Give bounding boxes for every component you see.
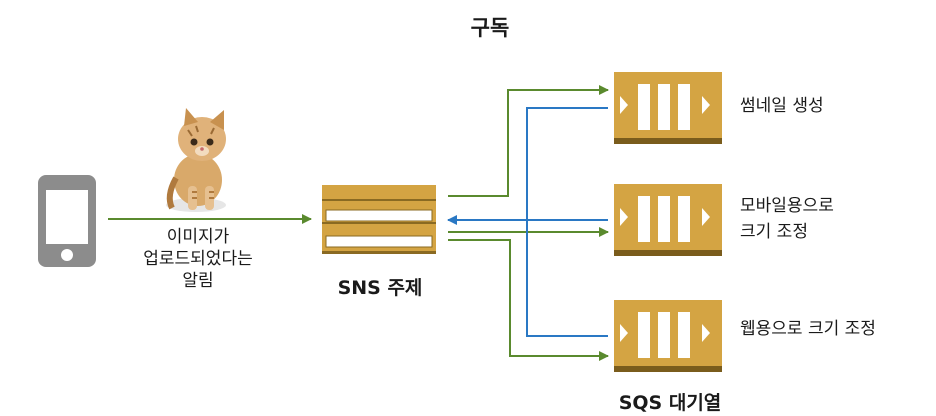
queue-label-line: 웹용으로 크기 조정 bbox=[740, 319, 876, 339]
caption-line: 업로드되었다는 bbox=[143, 249, 253, 269]
return-arrows bbox=[447, 107, 608, 337]
sns-topic-icon bbox=[322, 185, 436, 254]
sqs-queue-icon bbox=[614, 184, 722, 256]
queue-label-line: 크기 조정 bbox=[740, 222, 808, 242]
return-arrow-web bbox=[526, 220, 608, 337]
sqs-queue-label: SQS 대기열 bbox=[618, 392, 722, 414]
sqs-queue-icon bbox=[614, 300, 722, 372]
diagram-title: 구독 bbox=[470, 16, 510, 40]
queue-label-web: 웹용으로 크기 조정 bbox=[740, 316, 876, 342]
queue-label-line: 모바일용으로 bbox=[740, 196, 834, 216]
sns-topic-label: SNS 주제 bbox=[337, 277, 423, 299]
queue-label-mobile: 모바일용으로 크기 조정 bbox=[740, 193, 834, 245]
return-arrow-thumbnail bbox=[526, 107, 608, 220]
caption-line: 이미지가 bbox=[166, 227, 230, 247]
fanout-arrow-web bbox=[448, 239, 609, 361]
publisher-caption: 이미지가 업로드되었다는 알림 bbox=[118, 226, 278, 292]
kitten-image bbox=[166, 108, 226, 212]
caption-line: 알림 bbox=[182, 271, 214, 291]
queue-label-thumbnail: 썸네일 생성 bbox=[740, 93, 824, 119]
fanout-arrow-thumbnail bbox=[448, 85, 609, 197]
sqs-queue-icon bbox=[614, 72, 722, 144]
mobile-phone-icon bbox=[38, 175, 96, 267]
queue-label-line: 썸네일 생성 bbox=[740, 96, 824, 116]
